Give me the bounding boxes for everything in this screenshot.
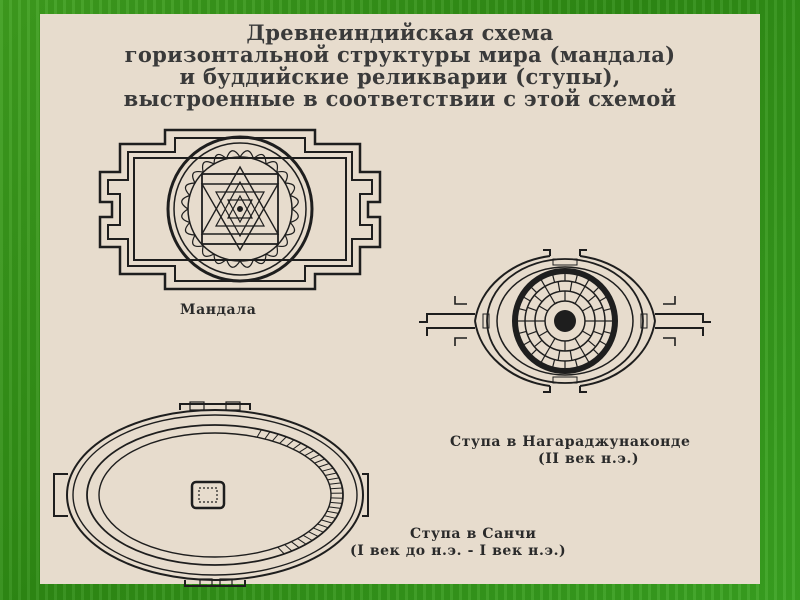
title-line-1: Древнеиндийская схема bbox=[246, 20, 554, 45]
slide-card: Древнеиндийская схема горизонтальной стр… bbox=[40, 14, 760, 587]
mandala-caption: Мандала bbox=[180, 302, 257, 318]
nagarjunakonda-caption-line1: Ступа в Нагараджунаконде bbox=[450, 434, 691, 450]
stupa-sanchi-diagram bbox=[53, 401, 369, 587]
nagarjunakonda-caption-line2: (II век н.э.) bbox=[538, 451, 640, 467]
stupa-nagarjunakonda-diagram bbox=[419, 249, 711, 393]
slide-title: Древнеиндийская схема горизонтальной стр… bbox=[40, 22, 760, 110]
mandala-diagram bbox=[98, 128, 382, 291]
sanchi-caption-line2: (I век до н.э. - I век н.э.) bbox=[350, 543, 567, 559]
title-line-4: выстроенные в соответствии с этой схемой bbox=[123, 86, 677, 111]
title-line-3: и буддийские реликварии (ступы), bbox=[179, 64, 621, 89]
sanchi-caption-line1: Ступа в Санчи bbox=[410, 526, 537, 542]
title-line-2: горизонтальной структуры мира (мандала) bbox=[124, 42, 676, 67]
